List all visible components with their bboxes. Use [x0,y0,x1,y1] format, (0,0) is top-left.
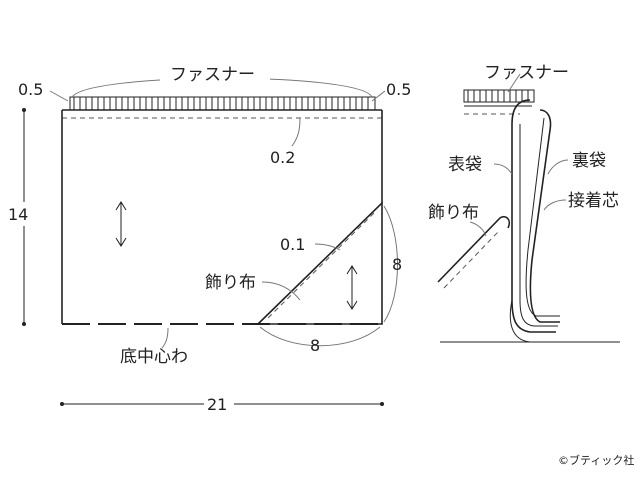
section-zipper [463,89,535,115]
corner-height-label: 8 [392,255,402,274]
section-zipper-label: ファスナー [484,63,569,83]
decor-cloth-label: 飾り布 [205,273,256,293]
section-lining [529,109,560,323]
section-outer-bag-label: 表袋 [448,155,482,175]
zipper-tape [69,96,376,111]
top-stitch-label: 0.2 [270,148,295,167]
width-label: 21 [207,395,227,414]
zipper-margin-right: 0.5 [386,80,411,99]
zipper-label: ファスナー [170,65,255,85]
corner-height-arc [383,205,398,323]
section-interfacing [525,117,560,317]
corner-width-arc [259,326,381,347]
grain-arrow-decor [346,265,358,310]
section-decor-cloth [437,215,511,283]
decor-cloth-triangle [256,201,383,325]
flat-pattern: ファスナー 0.5 0.5 0.2 14 21 8 8 [8,62,411,416]
corner-width-label: 8 [310,336,320,355]
height-label: 14 [8,205,28,224]
cross-section: ファスナー 表袋 裏袋 接着芯 飾り布 [428,63,620,343]
section-interfacing-label: 接着芯 [568,191,619,211]
zipper-margin-left: 0.5 [18,80,43,99]
decor-stitch-line [267,212,375,319]
bottom-fold-label: 底中心わ [120,347,188,367]
width-dimension: 21 [60,392,384,416]
section-decor-cloth-label: 飾り布 [428,203,479,223]
grain-arrow-main [115,201,127,247]
section-lining-label: 裏袋 [572,150,606,171]
height-dimension: 14 [8,108,38,326]
copyright-text: ©ブティック社 [558,453,634,467]
decor-stitch-label: 0.1 [280,235,305,254]
